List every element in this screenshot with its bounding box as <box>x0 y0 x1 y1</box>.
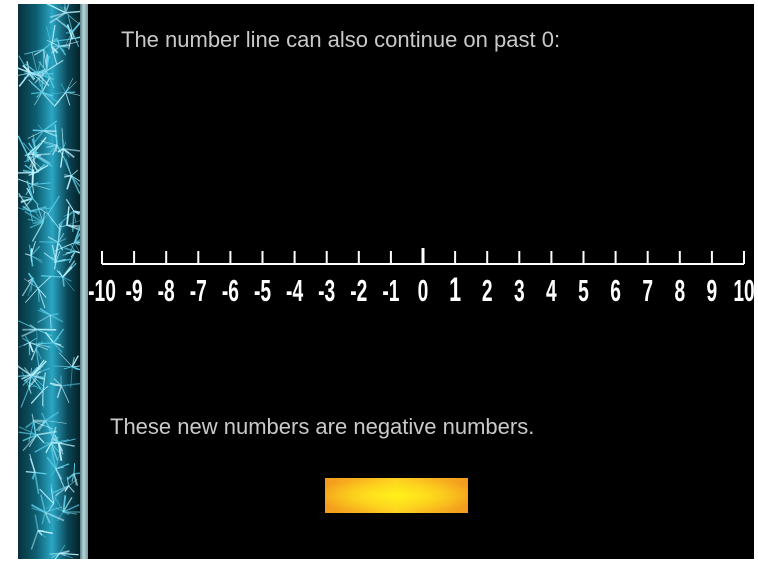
tick-label: 7 <box>642 275 653 309</box>
tick-label: 4 <box>546 275 557 309</box>
tick-label: -7 <box>190 275 207 309</box>
tick-label: -2 <box>350 275 367 309</box>
sidebar-divider <box>80 4 88 559</box>
tick-label: 10 <box>733 275 754 309</box>
tick-label: 2 <box>482 275 493 309</box>
tick-label: 6 <box>610 275 621 309</box>
negative-numbers-note: These new numbers are negative numbers. <box>110 414 535 439</box>
tick-label: -3 <box>318 275 335 309</box>
tick-label: -8 <box>158 275 175 309</box>
tick-label: 5 <box>578 275 589 309</box>
tick-label: 1 <box>449 271 461 309</box>
tick-label: -9 <box>126 275 143 309</box>
slide-heading: The number line can also continue on pas… <box>121 27 561 52</box>
tick-label: -10 <box>88 275 116 309</box>
next-button[interactable] <box>325 478 468 513</box>
tick-label: 0 <box>418 275 429 309</box>
frost-pattern <box>18 4 80 559</box>
tick-label: -1 <box>382 275 399 309</box>
tick-label: 9 <box>707 275 718 309</box>
tick-label: -6 <box>222 275 239 309</box>
slide: The number line can also continue on pas… <box>18 4 754 559</box>
tick-label: -5 <box>254 275 271 309</box>
tick-label: -4 <box>286 275 304 309</box>
tick-label: 3 <box>514 275 525 309</box>
tick-label: 8 <box>674 275 685 309</box>
frost-sidebar-image <box>18 4 80 559</box>
